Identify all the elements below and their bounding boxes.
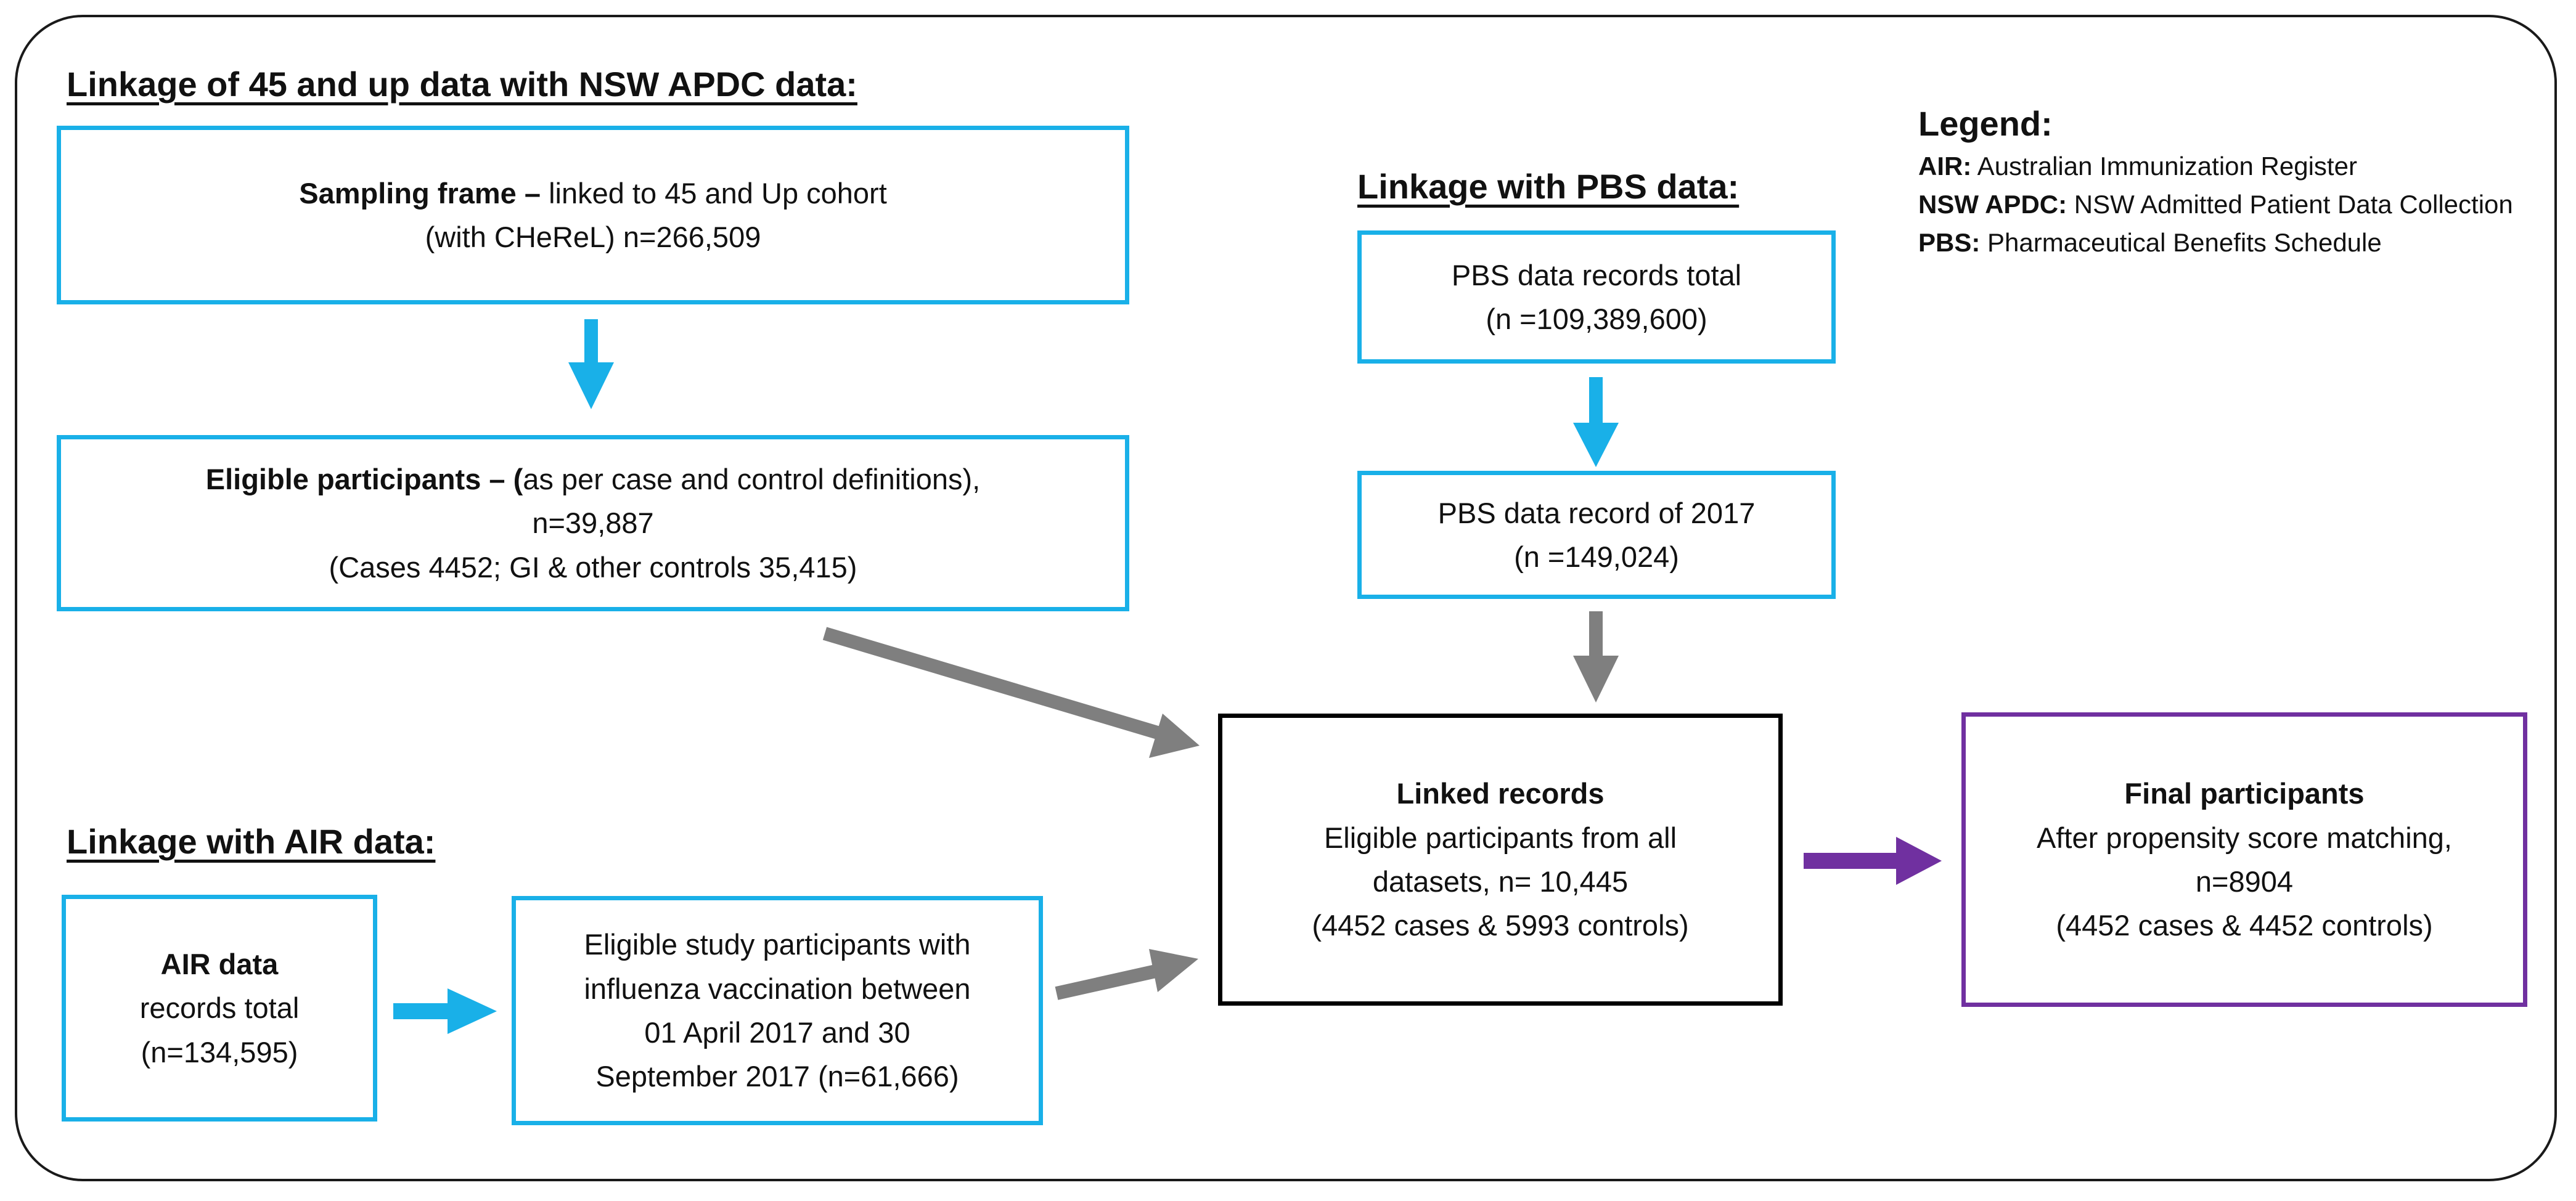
legend-title: Legend: (1918, 104, 2053, 143)
legend-abbr: PBS: (1918, 228, 1981, 257)
air-data-label: records total (139, 991, 300, 1025)
pbs-2017-count: (n =149,024) (1514, 540, 1679, 573)
arrow-air-eligible-to-linked (1055, 949, 1198, 1000)
sampling-frame-line1: Sampling frame – linked to 45 and Up coh… (299, 171, 887, 215)
eligible-line1: Eligible participants – (as per case and… (206, 457, 980, 501)
legend-abbr: NSW APDC: (1918, 190, 2067, 219)
sampling-frame-text: linked to 45 and Up cohort (541, 176, 887, 210)
pbs-2017-label: PBS data record of 2017 (1437, 496, 1756, 529)
pbs-section-title: Linkage with PBS data: (1357, 167, 1740, 206)
diagram-frame (15, 15, 2557, 1181)
air-data-count: (n=134,595) (141, 1035, 298, 1069)
eligible-text: as per case and control definitions), (523, 462, 981, 495)
pbs-total-box: PBS data records total (n =109,389,600) (1357, 230, 1836, 364)
air-eligible-line3: 01 April 2017 and 30 (644, 1016, 910, 1049)
arrow-sampling-to-eligible (568, 319, 614, 409)
air-data-box: AIR data records total (n=134,595) (62, 895, 377, 1122)
legend-text: Pharmaceutical Benefits Schedule (1980, 228, 2382, 257)
legend-text: NSW Admitted Patient Data Collection (2067, 190, 2513, 219)
legend-item-pbs: PBS: Pharmaceutical Benefits Schedule (1918, 228, 2382, 258)
linked-records-breakdown: (4452 cases & 5993 controls) (1312, 909, 1689, 942)
arrow-air-to-eligible (393, 988, 497, 1034)
final-participants-title: Final participants (2124, 777, 2365, 810)
linked-records-title: Linked records (1396, 777, 1605, 810)
final-participants-line1: After propensity score matching, (2037, 821, 2452, 854)
arrow-eligible-to-linked (822, 627, 1200, 758)
air-eligible-line4: September 2017 (n=61,666) (595, 1060, 959, 1093)
final-participants-box: Final participants After propensity scor… (1961, 712, 2527, 1007)
pbs-2017-box: PBS data record of 2017 (n =149,024) (1357, 471, 1836, 599)
arrow-pbs-total-to-2017 (1573, 377, 1619, 467)
eligible-breakdown: (Cases 4452; GI & other controls 35,415) (329, 550, 857, 584)
air-eligible-line2: influenza vaccination between (584, 972, 971, 1005)
legend-item-air: AIR: Australian Immunization Register (1918, 152, 2357, 181)
air-section-title: Linkage with AIR data: (67, 822, 436, 861)
eligible-bold: Eligible participants – ( (205, 462, 523, 495)
legend-abbr: AIR: (1918, 152, 1972, 181)
linked-records-box: Linked records Eligible participants fro… (1218, 714, 1783, 1006)
air-eligible-line1: Eligible study participants with (584, 928, 971, 961)
eligible-participants-box: Eligible participants – (as per case and… (57, 435, 1129, 611)
air-data-title: AIR data (160, 947, 279, 980)
legend-text: Australian Immunization Register (1971, 152, 2357, 181)
linked-records-count: datasets, n= 10,445 (1372, 865, 1629, 898)
arrow-linked-to-final (1804, 837, 1942, 885)
legend-item-nsw-apdc: NSW APDC: NSW Admitted Patient Data Coll… (1918, 190, 2513, 219)
linked-records-line1: Eligible participants from all (1323, 821, 1677, 854)
eligible-count: n=39,887 (532, 507, 654, 540)
sampling-frame-box: Sampling frame – linked to 45 and Up coh… (57, 126, 1129, 304)
final-participants-breakdown: (4452 cases & 4452 controls) (2056, 909, 2433, 942)
sampling-frame-count: (with CHeReL) n=266,509 (425, 221, 761, 253)
arrow-pbs-2017-to-linked (1573, 611, 1619, 702)
air-eligible-box: Eligible study participants with influen… (512, 896, 1043, 1125)
pbs-total-label: PBS data records total (1451, 258, 1742, 291)
final-participants-count: n=8904 (2195, 865, 2294, 898)
pbs-total-count: (n =109,389,600) (1486, 303, 1707, 335)
apdc-section-title: Linkage of 45 and up data with NSW APDC … (67, 65, 857, 104)
sampling-frame-bold: Sampling frame – (299, 176, 541, 210)
